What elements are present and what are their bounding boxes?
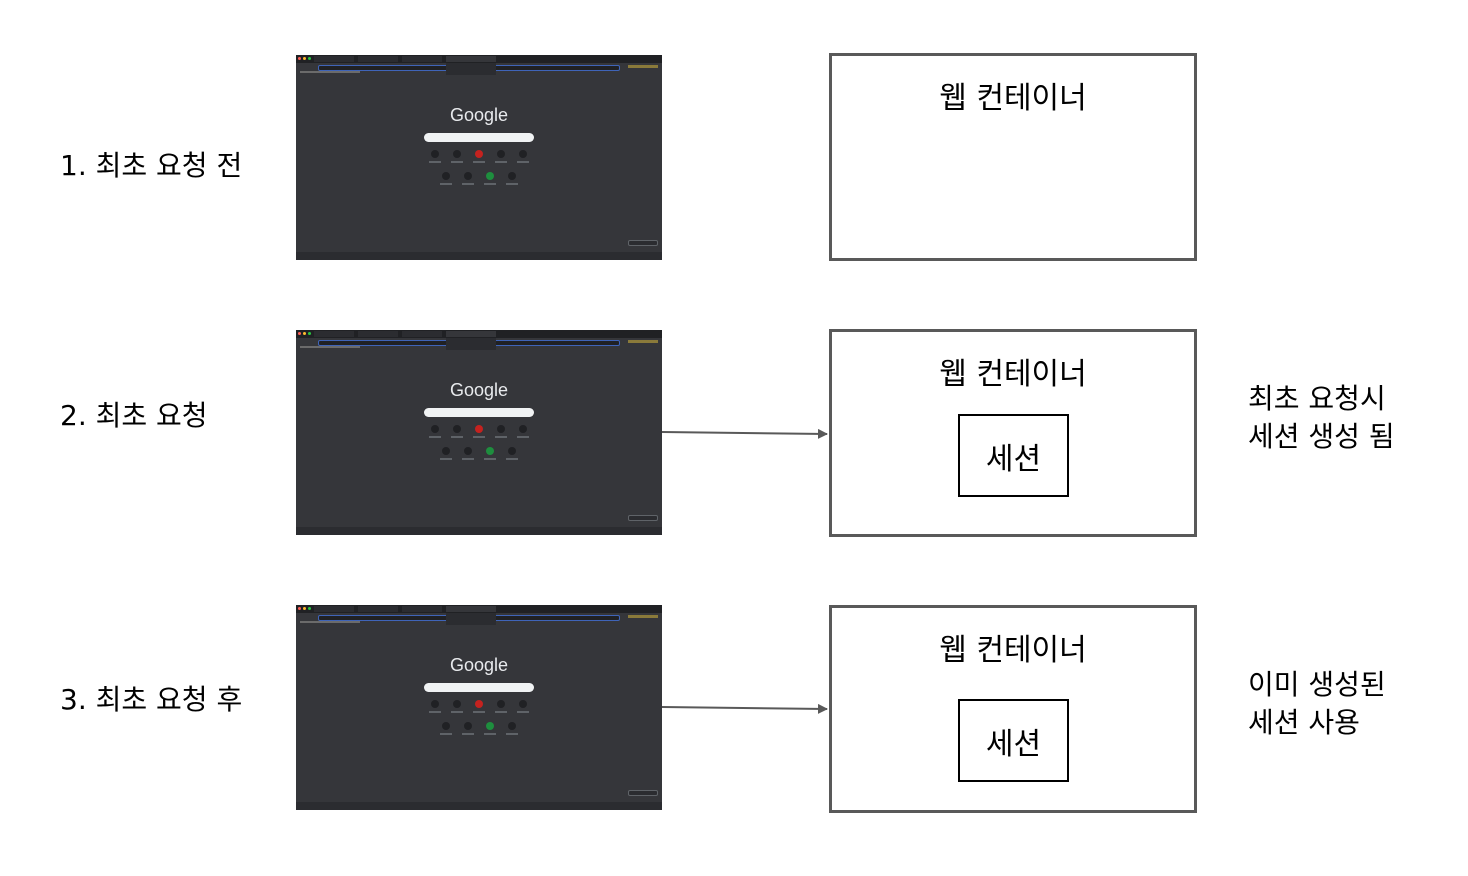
download-bar: [296, 252, 662, 260]
suggestion-popup: [446, 613, 496, 625]
shortcut-icon: [440, 447, 452, 460]
shortcut-icon: [429, 150, 441, 163]
tab: [314, 331, 354, 337]
shortcut-row-2: [440, 447, 518, 460]
customize-button: [628, 240, 658, 246]
browser-screenshot-3: Google: [296, 605, 662, 810]
request-arrow-2: [661, 428, 828, 439]
shortcut-row-2: [440, 172, 518, 185]
google-logo: Google: [449, 655, 509, 675]
step-1-label: 1. 최초 요청 전: [60, 149, 243, 182]
web-container-2: 웹 컨테이너 세션: [829, 329, 1197, 537]
note-line: 이미 생성된: [1248, 668, 1386, 701]
shortcut-icon: [506, 172, 518, 185]
shortcut-row-2: [440, 722, 518, 735]
shortcut-icon: [462, 722, 474, 735]
shortcut-icon: [484, 447, 496, 460]
shortcut-icon: [473, 700, 485, 713]
tab: [358, 56, 398, 62]
customize-button: [628, 515, 658, 521]
download-bar: [296, 802, 662, 810]
profile-indicator: [628, 615, 658, 618]
tab-active: [446, 56, 496, 62]
shortcut-icon: [440, 172, 452, 185]
shortcut-icon: [462, 447, 474, 460]
note-line: 세션 사용: [1248, 706, 1360, 739]
shortcut-icon: [451, 700, 463, 713]
window-controls: [298, 57, 311, 60]
tab: [314, 606, 354, 612]
customize-button: [628, 790, 658, 796]
window-controls: [298, 332, 311, 335]
note-line: 최초 요청시: [1248, 382, 1386, 415]
web-container-1: 웹 컨테이너: [829, 53, 1197, 261]
profile-indicator: [628, 65, 658, 68]
tab: [402, 331, 442, 337]
tab: [402, 606, 442, 612]
step-2-label: 2. 최초 요청: [60, 399, 208, 432]
browser-screenshot-2: Google: [296, 330, 662, 535]
session-box: 세션: [958, 414, 1069, 497]
browser-screenshot-1: Google: [296, 55, 662, 260]
window-controls: [298, 607, 311, 610]
shortcut-icon: [462, 172, 474, 185]
tab-active: [446, 606, 496, 612]
shortcut-icon: [440, 722, 452, 735]
step-3-note: 이미 생성된 세션 사용: [1248, 666, 1386, 742]
request-arrow-3: [661, 703, 828, 714]
shortcut-icon: [451, 150, 463, 163]
profile-indicator: [628, 340, 658, 343]
shortcut-icon: [495, 700, 507, 713]
shortcut-icon: [473, 150, 485, 163]
tab: [314, 56, 354, 62]
search-box: [424, 133, 534, 142]
shortcut-icon: [506, 722, 518, 735]
session-box: 세션: [958, 699, 1069, 782]
note-line: 세션 생성 됨: [1248, 420, 1395, 453]
web-container-title: 웹 컨테이너: [939, 357, 1087, 392]
session-label: 세션: [985, 726, 1042, 762]
session-label: 세션: [985, 441, 1042, 477]
suggestion-popup: [446, 338, 496, 350]
download-bar: [296, 527, 662, 535]
web-container-3: 웹 컨테이너 세션: [829, 605, 1197, 813]
tab-active: [446, 331, 496, 337]
search-box: [424, 408, 534, 417]
shortcut-icon: [517, 700, 529, 713]
shortcut-icon: [429, 700, 441, 713]
shortcut-icon: [473, 425, 485, 438]
shortcut-icon: [495, 150, 507, 163]
shortcut-icon: [451, 425, 463, 438]
step-2-note: 최초 요청시 세션 생성 됨: [1248, 380, 1395, 456]
web-container-title: 웹 컨테이너: [939, 633, 1087, 668]
shortcut-icon: [429, 425, 441, 438]
shortcut-row-1: [429, 700, 529, 713]
shortcut-row-1: [429, 150, 529, 163]
bookmarks-bar: [300, 346, 360, 348]
shortcut-icon: [495, 425, 507, 438]
bookmarks-bar: [300, 621, 360, 623]
shortcut-icon: [517, 150, 529, 163]
web-container-title: 웹 컨테이너: [939, 81, 1087, 116]
suggestion-popup: [446, 63, 496, 75]
step-3-label: 3. 최초 요청 후: [60, 683, 243, 716]
google-logo: Google: [449, 380, 509, 400]
shortcut-row-1: [429, 425, 529, 438]
bookmarks-bar: [300, 71, 360, 73]
shortcut-icon: [484, 172, 496, 185]
search-box: [424, 683, 534, 692]
tab: [358, 606, 398, 612]
google-logo: Google: [449, 105, 509, 125]
tab: [402, 56, 442, 62]
tab: [358, 331, 398, 337]
shortcut-icon: [506, 447, 518, 460]
shortcut-icon: [517, 425, 529, 438]
shortcut-icon: [484, 722, 496, 735]
